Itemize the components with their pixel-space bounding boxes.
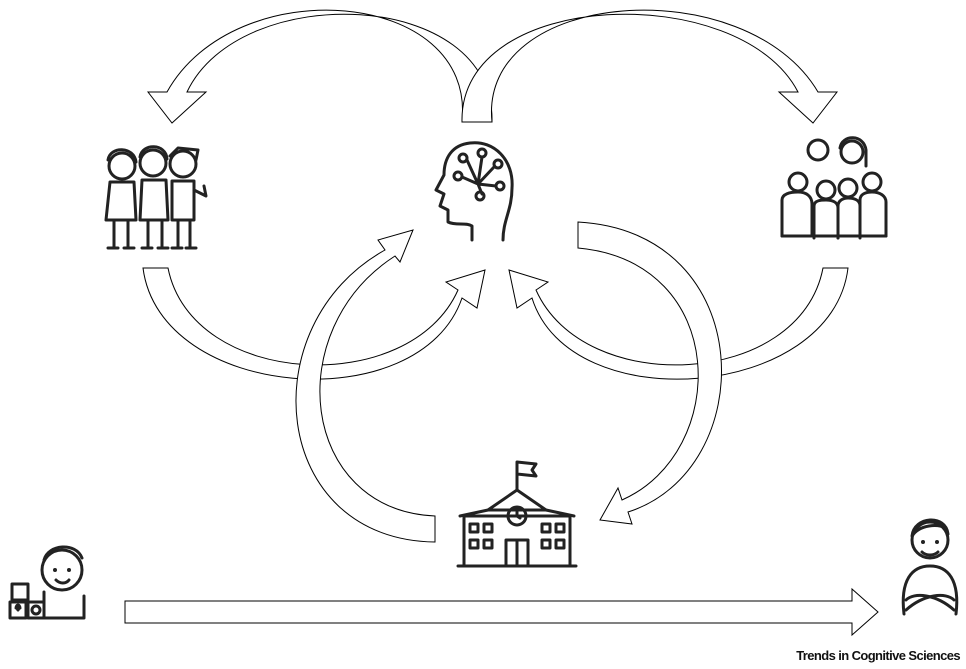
arrow-brain-to-family bbox=[461, 9, 839, 124]
peer-group-icon bbox=[104, 145, 208, 250]
arrow-family-to-brain bbox=[508, 267, 849, 380]
journal-credit: Trends in Cognitive Sciences bbox=[796, 648, 960, 663]
brain-head-icon bbox=[434, 141, 514, 242]
child-with-blocks-icon bbox=[8, 545, 86, 620]
development-timeline-arrow bbox=[124, 587, 879, 637]
school-building-icon bbox=[456, 460, 578, 568]
arrow-school-to-brain bbox=[295, 229, 436, 543]
arrow-brain-to-school bbox=[577, 221, 722, 525]
arrow-peers-to-brain bbox=[142, 267, 486, 380]
family-group-icon bbox=[780, 136, 888, 240]
arrow-brain-to-peers bbox=[146, 9, 493, 124]
adult-arms-crossed-icon bbox=[901, 518, 959, 616]
